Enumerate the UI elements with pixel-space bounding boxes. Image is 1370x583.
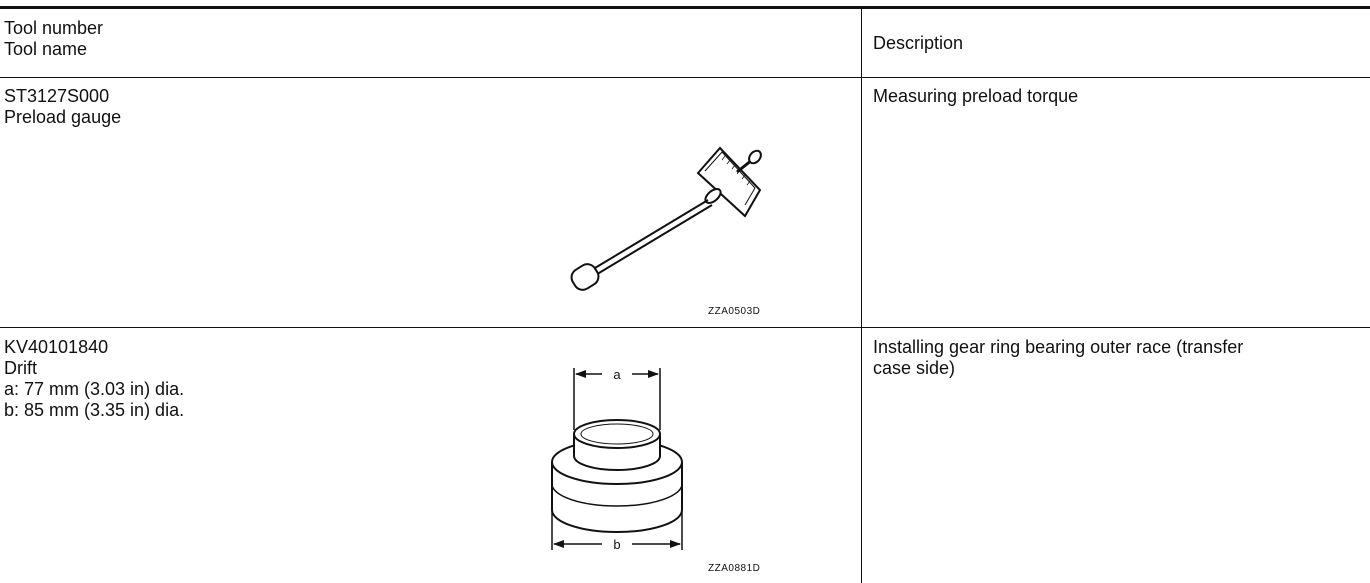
row2-spec-b: b: 85 mm (3.35 in) dia. [4, 400, 185, 420]
row2-description-line1: Installing gear ring bearing outer race … [873, 337, 1244, 357]
row1-description: Measuring preload torque [873, 86, 1079, 106]
row2-description: Installing gear ring bearing outer race … [873, 337, 1243, 379]
row1-tool-cell: ST3127S000 Preload gauge [4, 86, 121, 128]
header-description: Description [873, 33, 964, 53]
drift-label-a: a [613, 367, 621, 382]
drift-icon: a b [551, 367, 683, 552]
row2-tool-number: KV40101840 [4, 337, 109, 357]
column-divider [861, 8, 862, 583]
row-divider [0, 327, 1370, 328]
row2-description-line2: case side) [873, 358, 956, 378]
preload-gauge-icon [570, 146, 762, 291]
row1-tool-number: ST3127S000 [4, 86, 110, 106]
drift-label-b: b [613, 537, 620, 552]
header-tool-number: Tool number [4, 18, 104, 38]
row2-tool-cell: KV40101840 Drift a: 77 mm (3.03 in) dia.… [4, 337, 184, 421]
row1-figure-code: ZZA0503D [708, 306, 761, 317]
row2-figure-code: ZZA0881D [708, 563, 761, 574]
table-top-border [0, 6, 1370, 9]
row2-tool-name: Drift [4, 358, 37, 378]
header-divider [0, 77, 1370, 78]
row2-spec-a: a: 77 mm (3.03 in) dia. [4, 379, 185, 399]
row1-tool-name: Preload gauge [4, 107, 122, 127]
header-tool-name: Tool name [4, 39, 88, 59]
header-tool-cell: Tool number Tool name [4, 18, 103, 60]
